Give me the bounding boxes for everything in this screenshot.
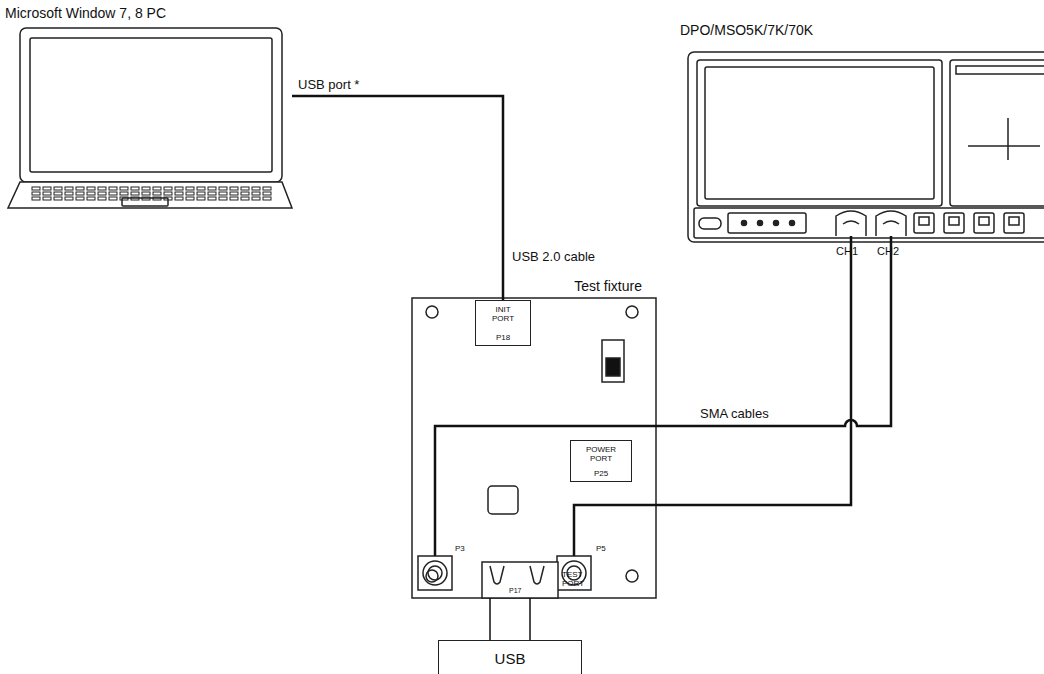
connector-label: P3 — [455, 545, 465, 554]
equipment-node: Microsoft Window 7, 8 PC — [5, 5, 292, 210]
node-title: Test fixture — [574, 278, 642, 295]
usb-plug — [490, 598, 530, 640]
connector-label: P5 — [596, 545, 606, 554]
fixture-board-drawing — [412, 298, 656, 598]
connector-label: P17 — [509, 587, 521, 595]
node-title: Microsoft Window 7, 8 PC — [5, 5, 292, 22]
cable-label: USB 2.0 cable — [512, 250, 595, 264]
node-title: DPO/MSO5K/7K/70K — [680, 22, 1044, 39]
part-number: P25 — [594, 469, 608, 478]
node-title: USB — [439, 650, 581, 668]
port-name: INIT PORT — [488, 305, 518, 323]
usb-cable — [292, 96, 503, 300]
equipment-node: Test fixtureINIT PORT P18POWER PORT P25 — [412, 276, 656, 598]
port-label: USB port * — [298, 78, 359, 92]
channel-label: CH2 — [877, 245, 899, 257]
equipment-node: DPO/MSO5K/7K/70K — [680, 22, 1044, 242]
laptop-drawing — [8, 28, 292, 208]
channel-label: CH1 — [836, 245, 858, 257]
part-number: P18 — [496, 333, 510, 342]
port-label: TEST PORT — [562, 571, 590, 589]
port-name: POWER PORT — [584, 445, 618, 463]
device-box: USB — [438, 640, 582, 674]
oscilloscope-drawing — [688, 52, 1044, 242]
port-box: INIT PORT P18 — [475, 300, 531, 346]
port-box: POWER PORT P25 — [570, 440, 632, 482]
cable-label: SMA cables — [700, 407, 769, 421]
